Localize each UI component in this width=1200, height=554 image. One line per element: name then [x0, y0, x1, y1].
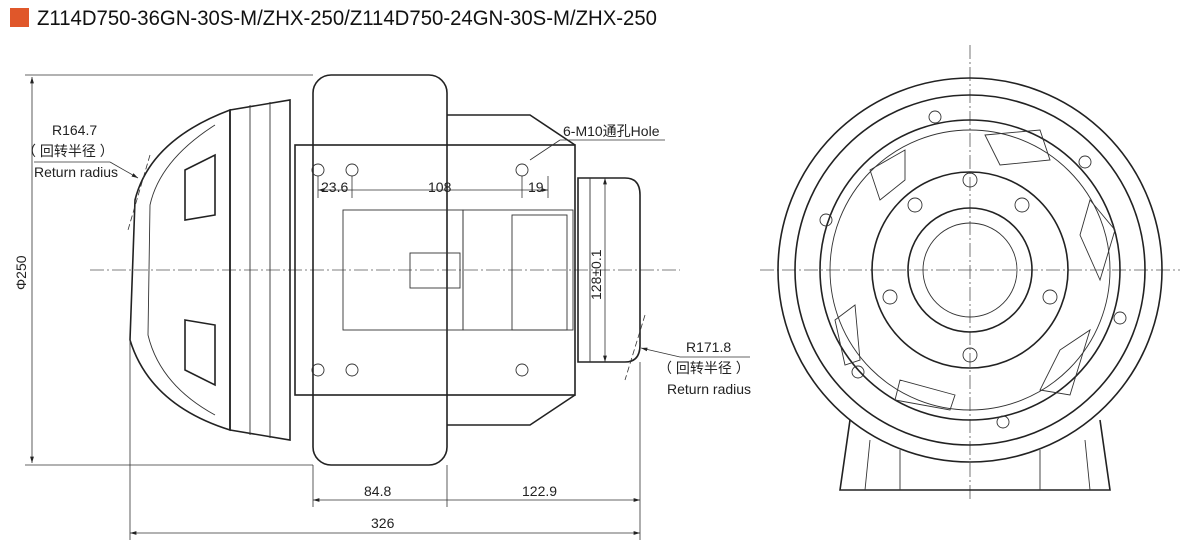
- return-radius-right-cn: （ 回转半径 ）: [658, 360, 750, 376]
- return-radius-left-en: Return radius: [34, 164, 118, 180]
- hole-note: 6-M10通孔Hole: [563, 123, 660, 139]
- dim-128: 128±0.1: [588, 249, 604, 300]
- return-radius-left-value: R164.7: [52, 122, 97, 138]
- dim-19: 19: [528, 179, 544, 195]
- side-view: Φ250 23.6 108 19 6-M10通孔Hole 128±0.1 R16…: [13, 74, 751, 540]
- dim-108: 108: [428, 179, 452, 195]
- return-radius-right-value: R171.8: [686, 339, 731, 355]
- dim-23-6: 23.6: [321, 179, 348, 195]
- return-radius-left-cn: （ 回转半径 ）: [22, 143, 114, 159]
- front-view: [760, 45, 1180, 500]
- title-accent-square: [10, 8, 29, 27]
- return-radius-right-en: Return radius: [667, 381, 751, 397]
- dim-326: 326: [371, 515, 395, 531]
- dim-122-9: 122.9: [522, 483, 557, 499]
- dim-84-8: 84.8: [364, 483, 391, 499]
- dim-diameter: Φ250: [13, 255, 29, 290]
- drawing-title: Z114D750-36GN-30S-M/ZHX-250/Z114D750-24G…: [37, 7, 657, 30]
